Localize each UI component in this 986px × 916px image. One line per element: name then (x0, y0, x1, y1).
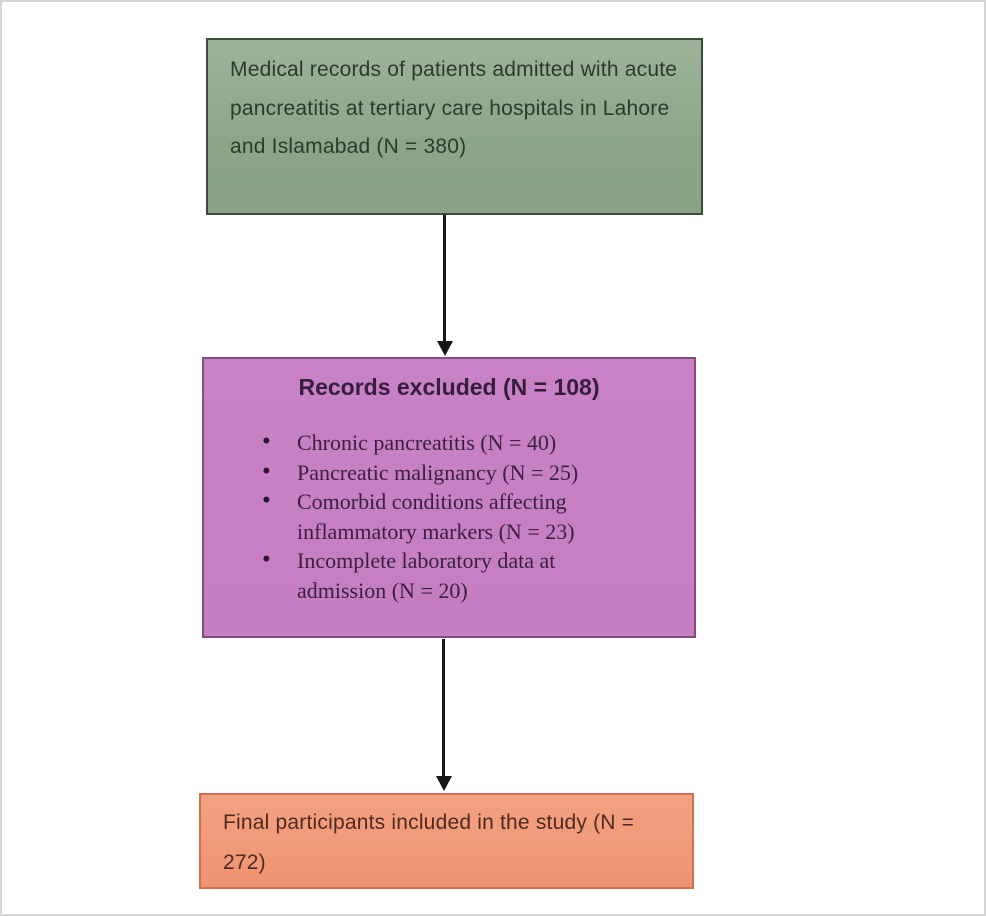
final-participants-text: Final participants included in the study… (223, 811, 635, 874)
final-participants-box: Final participants included in the study… (199, 793, 694, 889)
records-excluded-title: Records excluded (N = 108) (298, 374, 600, 400)
exclusion-reason-item: Incomplete laboratory data at admission … (262, 545, 645, 605)
exclusion-reason-list: Chronic pancreatitis (N = 40) Pancreatic… (204, 427, 645, 605)
records-excluded-box: Records excluded (N = 108) Chronic pancr… (202, 357, 696, 638)
exclusion-reason-item: Pancreatic malignancy (N = 25) (262, 457, 645, 488)
source-records-text: Medical records of patients admitted wit… (230, 58, 678, 158)
down-arrow-source-to-excluded (443, 215, 446, 342)
down-arrow-excluded-to-final (442, 639, 445, 777)
source-records-box: Medical records of patients admitted wit… (206, 38, 703, 215)
exclusion-reason-item: Chronic pancreatitis (N = 40) (262, 427, 645, 458)
exclusion-reason-item: Comorbid conditions affecting inflammato… (262, 486, 645, 546)
